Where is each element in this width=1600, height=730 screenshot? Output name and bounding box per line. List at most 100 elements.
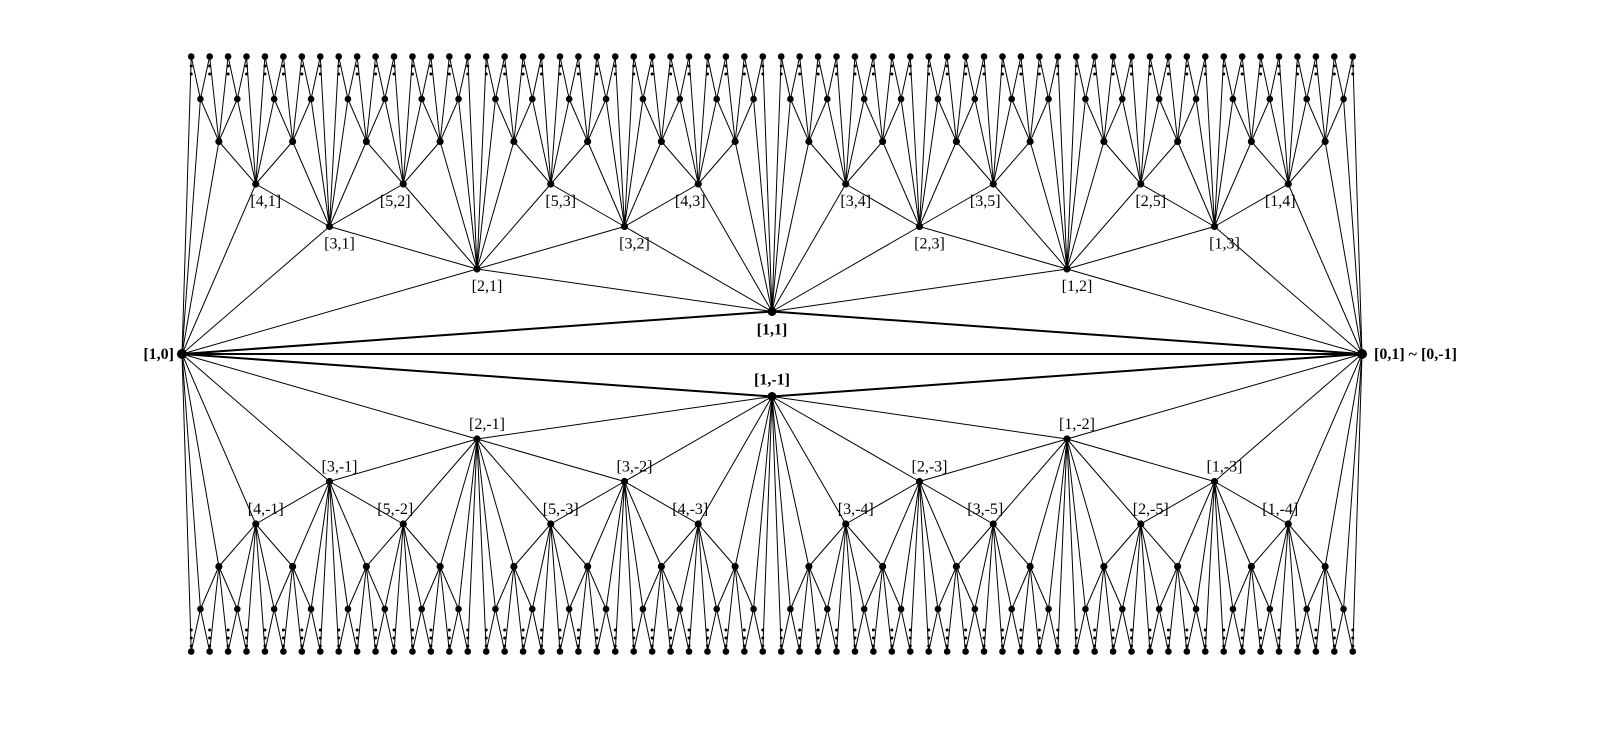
- upper-vertex-label: [4,3]: [675, 193, 706, 210]
- lower-edge: [1306, 608, 1317, 652]
- lower-apex-edge: [181, 353, 773, 398]
- upper-edge: [900, 56, 911, 100]
- lower-continuation-dot: [447, 644, 451, 648]
- lower-continuation-dot: [650, 636, 654, 640]
- lower-vertex: [989, 520, 997, 528]
- upper-edge: [218, 141, 257, 185]
- lower-continuation-dot: [1037, 636, 1041, 640]
- lower-edge: [826, 608, 838, 652]
- upper-continuation-dot: [1203, 64, 1207, 68]
- lower-vertex: [316, 648, 324, 655]
- lower-edge: [743, 608, 755, 652]
- lower-vertex: [1109, 648, 1117, 655]
- lower-edge: [992, 523, 1003, 652]
- lower-continuation-dot: [1332, 644, 1336, 648]
- upper-edge: [624, 226, 773, 312]
- upper-vertex: [879, 137, 887, 146]
- upper-continuation-dot: [374, 72, 378, 76]
- lower-vertex: [1349, 648, 1357, 655]
- upper-edge: [476, 56, 487, 270]
- upper-edge: [421, 56, 432, 100]
- upper-continuation-dot: [1222, 56, 1226, 60]
- upper-edge: [808, 98, 828, 142]
- upper-continuation-dot: [355, 56, 359, 60]
- lower-vertex: [925, 648, 933, 655]
- lower-edge: [1140, 481, 1215, 525]
- lower-continuation-dot: [1000, 644, 1004, 648]
- lower-edge: [845, 481, 920, 525]
- upper-edge: [891, 56, 902, 100]
- upper-edge: [1029, 56, 1040, 142]
- lower-edge: [1214, 481, 1225, 652]
- lower-edge: [1084, 566, 1105, 610]
- lower-continuation-dot: [521, 636, 525, 640]
- upper-edge: [365, 98, 386, 142]
- upper-edge: [771, 183, 847, 312]
- lower-continuation-dot: [540, 628, 544, 632]
- upper-edge: [292, 56, 303, 142]
- lower-continuation-dot: [447, 636, 451, 640]
- upper-continuation-dot: [1166, 56, 1170, 60]
- upper-continuation-dot: [816, 64, 820, 68]
- lower-edge: [402, 438, 478, 525]
- upper-edge: [845, 98, 865, 185]
- lower-continuation-dot: [318, 644, 322, 648]
- lower-vertex: [234, 605, 241, 613]
- lower-edge: [753, 396, 773, 610]
- lower-edge: [900, 608, 911, 652]
- upper-continuation-dot: [945, 72, 949, 76]
- right-vertex-label: [0,1] ~ [0,-1]: [1374, 346, 1457, 363]
- upper-continuation-dot: [816, 56, 820, 60]
- lower-vertex: [915, 477, 924, 486]
- lower-vertex: [344, 605, 352, 613]
- lower-continuation-dot: [189, 636, 193, 640]
- lower-continuation-dot: [613, 644, 617, 648]
- upper-continuation-dot: [1295, 72, 1299, 76]
- upper-vertex: [639, 95, 647, 103]
- upper-edge: [919, 183, 994, 227]
- upper-edge: [624, 183, 699, 227]
- upper-edge: [513, 98, 533, 142]
- lower-continuation-dot: [779, 636, 783, 640]
- upper-continuation-dot: [1240, 56, 1244, 60]
- upper-continuation-dot: [1203, 56, 1207, 60]
- upper-vertex: [657, 137, 665, 146]
- lower-continuation-dot: [1111, 636, 1115, 640]
- upper-edge: [1214, 183, 1289, 227]
- lower-edge: [1066, 438, 1215, 482]
- upper-vertex: [971, 95, 979, 103]
- lower-edge: [1306, 566, 1326, 610]
- lower-edge: [919, 481, 930, 652]
- upper-edge: [909, 56, 920, 227]
- upper-edge: [1001, 56, 1013, 100]
- upper-continuation-dot: [1074, 72, 1078, 76]
- lower-vertex: [1210, 477, 1219, 486]
- lower-edge: [1066, 438, 1086, 610]
- upper-edge: [642, 98, 662, 142]
- upper-edge: [467, 56, 478, 270]
- upper-edge: [550, 56, 561, 185]
- lower-continuation-dot: [964, 636, 968, 640]
- lower-continuation-dot: [871, 636, 875, 640]
- upper-continuation-dot: [761, 64, 765, 68]
- upper-edge: [863, 56, 874, 100]
- upper-edge: [1167, 56, 1179, 142]
- upper-edge: [762, 56, 773, 312]
- lower-vertex: [1229, 605, 1237, 613]
- lower-continuation-dot: [945, 628, 949, 632]
- upper-continuation-dot: [650, 64, 654, 68]
- lower-continuation-dot: [1148, 636, 1152, 640]
- lower-edge: [1177, 566, 1197, 610]
- lower-edge: [1011, 566, 1031, 610]
- lower-vertex: [1072, 648, 1080, 655]
- lower-continuation-dot: [835, 636, 839, 640]
- upper-vertex-label: [1,4]: [1265, 193, 1296, 210]
- upper-edge: [384, 56, 395, 100]
- upper-continuation-dot: [908, 72, 912, 76]
- upper-edge: [955, 98, 976, 142]
- lower-edge: [402, 523, 413, 652]
- upper-continuation-dot: [1166, 72, 1170, 76]
- lower-continuation-dot: [281, 628, 285, 632]
- upper-edge: [1343, 56, 1354, 100]
- lower-continuation-dot: [410, 644, 414, 648]
